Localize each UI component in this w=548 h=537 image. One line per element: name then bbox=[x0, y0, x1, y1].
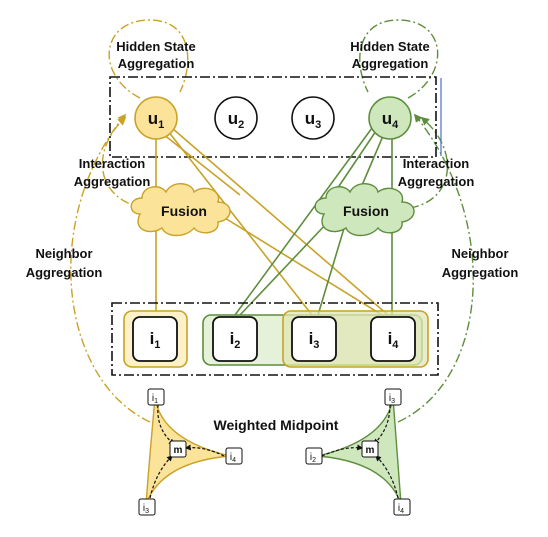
svg-text:Aggregation: Aggregation bbox=[442, 265, 519, 280]
user-node-u4: u4 bbox=[368, 96, 412, 140]
svg-text:Hidden State: Hidden State bbox=[350, 39, 429, 54]
svg-text:i4: i4 bbox=[230, 452, 236, 464]
edge-fusion-right-i3 bbox=[317, 224, 346, 316]
edge-fusion-right-i2 bbox=[239, 221, 329, 316]
midpoint-left-corner-1: i1 bbox=[147, 388, 165, 406]
midpoint-left-corner-3: i3 bbox=[138, 498, 156, 516]
svg-text:i1: i1 bbox=[150, 329, 161, 351]
item-node-i1: i1 bbox=[132, 316, 178, 362]
midpoint-right: m i3 i2 i4 bbox=[305, 388, 411, 516]
svg-text:m: m bbox=[174, 445, 183, 456]
edge-u4-i2 bbox=[234, 127, 373, 316]
svg-text:i4: i4 bbox=[398, 503, 404, 515]
fusion-cloud-left: Fusion bbox=[130, 183, 231, 237]
svg-text:Interaction: Interaction bbox=[79, 156, 146, 171]
hidden-state-loop-left bbox=[108, 19, 189, 99]
svg-text:Aggregation: Aggregation bbox=[74, 174, 151, 189]
label-hidden-state-right: Hidden State Aggregation bbox=[350, 39, 429, 71]
svg-text:Fusion: Fusion bbox=[161, 203, 207, 219]
svg-text:Interaction: Interaction bbox=[403, 156, 470, 171]
svg-text:u4: u4 bbox=[382, 109, 399, 131]
user-node-u2: u2 bbox=[214, 96, 258, 140]
svg-text:i2: i2 bbox=[310, 452, 316, 464]
svg-text:u2: u2 bbox=[228, 109, 245, 131]
item-node-i4: i4 bbox=[370, 316, 416, 362]
svg-text:i3: i3 bbox=[389, 393, 395, 405]
users-box bbox=[109, 76, 437, 158]
fusion-cloud-right: Fusion bbox=[314, 183, 415, 237]
midpoint-left: m i1 i4 i3 bbox=[138, 388, 243, 516]
interaction-aggregation-arc-left bbox=[101, 116, 146, 209]
svg-text:i3: i3 bbox=[143, 503, 149, 515]
neighbor-aggregation-arc-right bbox=[397, 113, 474, 423]
svg-text:i2: i2 bbox=[230, 329, 241, 351]
hidden-state-loop-right bbox=[359, 19, 439, 99]
midpoint-right-corner-3: i4 bbox=[393, 498, 411, 516]
edge-fusion-left-i4 bbox=[219, 214, 383, 316]
midpoint-right-corner-2: i2 bbox=[305, 447, 323, 465]
edge-u1-fusion-right bbox=[162, 133, 241, 196]
label-interaction-left: Interaction Aggregation bbox=[74, 156, 151, 189]
label-interaction-right: Interaction Aggregation bbox=[398, 156, 475, 189]
svg-text:Aggregation: Aggregation bbox=[352, 56, 429, 71]
svg-text:Neighbor: Neighbor bbox=[35, 246, 92, 261]
user-node-u1: u1 bbox=[134, 96, 178, 140]
interaction-aggregation-arc-right bbox=[409, 116, 449, 209]
midpoint-left-corner-2: i4 bbox=[225, 447, 243, 465]
edge-u1-i3 bbox=[167, 130, 313, 316]
edge-u4-fusion-b bbox=[359, 135, 384, 191]
svg-text:Hidden State: Hidden State bbox=[116, 39, 195, 54]
edge-u1-i4 bbox=[171, 127, 389, 316]
svg-text:Fusion: Fusion bbox=[343, 203, 389, 219]
svg-text:i1: i1 bbox=[152, 393, 158, 405]
item-node-i2: i2 bbox=[212, 316, 258, 362]
midpoint-left-center: m bbox=[169, 440, 187, 458]
svg-text:Aggregation: Aggregation bbox=[118, 56, 195, 71]
user-node-u3: u3 bbox=[291, 96, 335, 140]
neighbor-aggregation-arc-left bbox=[70, 113, 151, 423]
svg-text:m: m bbox=[366, 445, 375, 456]
midpoint-right-corner-1: i3 bbox=[384, 388, 402, 406]
midpoint-right-center: m bbox=[361, 440, 379, 458]
items-box bbox=[111, 302, 439, 376]
label-weighted-midpoint: Weighted Midpoint bbox=[214, 417, 339, 433]
svg-text:i3: i3 bbox=[309, 329, 320, 351]
svg-text:Aggregation: Aggregation bbox=[398, 174, 475, 189]
svg-text:i4: i4 bbox=[388, 329, 400, 351]
svg-text:u1: u1 bbox=[148, 109, 165, 131]
svg-text:Aggregation: Aggregation bbox=[26, 265, 103, 280]
svg-text:u3: u3 bbox=[305, 109, 322, 131]
label-hidden-state-left: Hidden State Aggregation bbox=[116, 39, 195, 71]
label-neighbor-left: Neighbor Aggregation bbox=[26, 246, 103, 280]
edge-u4-fusion-a bbox=[334, 130, 377, 193]
label-neighbor-right: Neighbor Aggregation bbox=[442, 246, 519, 280]
item-node-i3: i3 bbox=[291, 316, 337, 362]
svg-text:Neighbor: Neighbor bbox=[451, 246, 508, 261]
